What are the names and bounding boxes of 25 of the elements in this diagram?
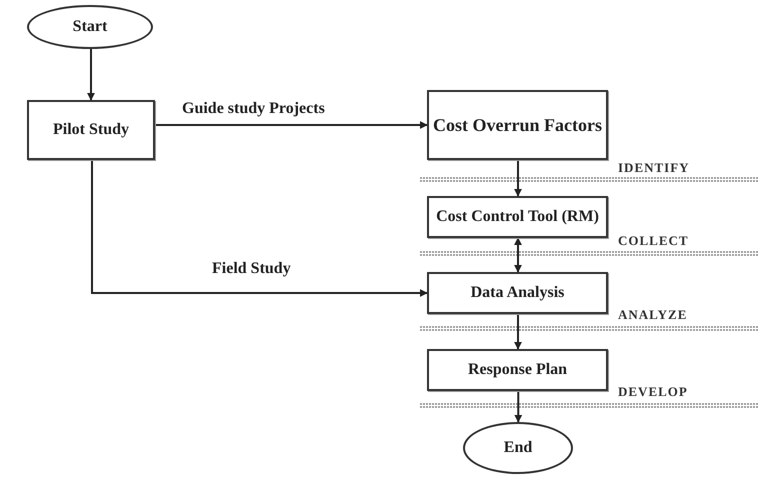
process-box (27, 100, 155, 160)
process-box (427, 90, 608, 160)
arrow (87, 49, 95, 101)
phase-label: ANALYZE (618, 307, 688, 323)
node-label: Response Plan (468, 361, 568, 379)
node-label: Cost Overrun Factors (433, 114, 602, 136)
node-label: Pilot Study (52, 121, 129, 139)
node-label: Cost Control Tool (RM) (436, 208, 599, 226)
process-box (427, 349, 608, 391)
phase-label: COLLECT (618, 233, 689, 249)
arrow (514, 391, 522, 423)
phase-label: DEVELOP (618, 384, 688, 400)
arrow (514, 314, 522, 350)
edge-label: Guide study Projects (180, 100, 327, 118)
arrow (514, 237, 522, 273)
process-box (427, 272, 608, 314)
arrow (155, 121, 428, 129)
process-box (427, 196, 608, 238)
node-label: End (504, 439, 532, 457)
edge-label: Field Study (210, 260, 293, 278)
node-label: Start (72, 18, 108, 36)
arrow (91, 160, 428, 297)
arrow (514, 160, 522, 197)
phase-label: IDENTIFY (618, 160, 690, 176)
node-label: Data Analysis (470, 284, 564, 302)
